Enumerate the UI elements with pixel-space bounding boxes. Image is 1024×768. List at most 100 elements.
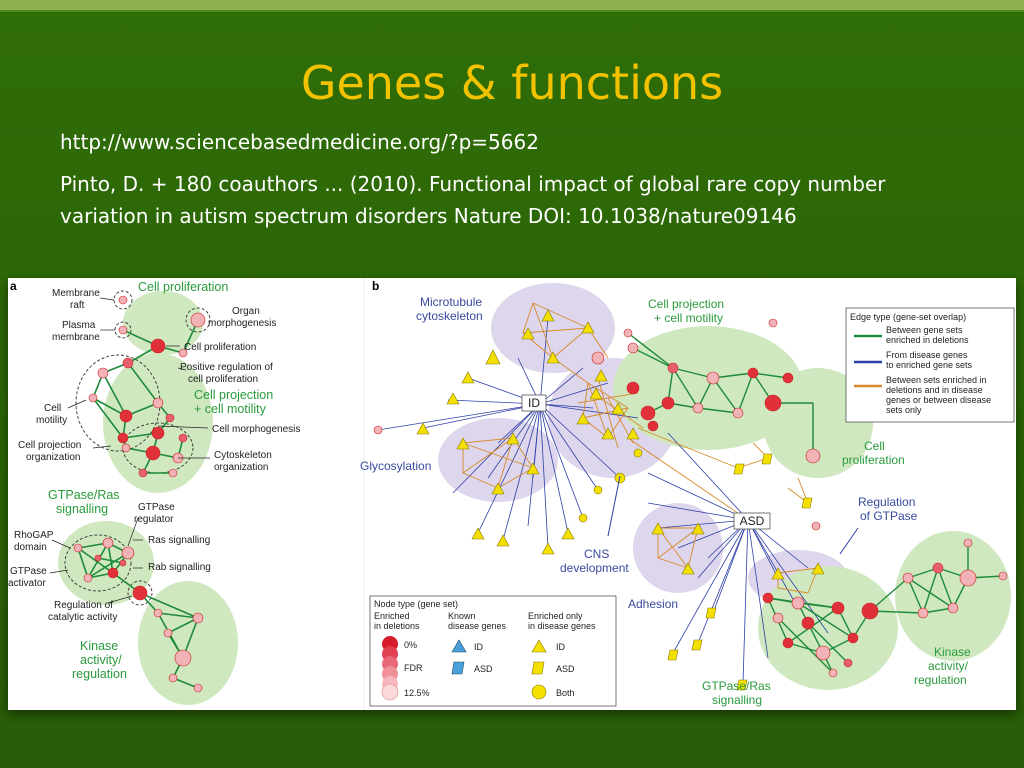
svg-text:Both: Both — [556, 688, 575, 698]
network-figure: a — [8, 278, 1016, 710]
panel-b-label: b — [372, 279, 379, 293]
svg-text:Enriched only: Enriched only — [528, 611, 583, 621]
svg-text:Known: Known — [448, 611, 476, 621]
svg-text:to enriched gene sets: to enriched gene sets — [886, 360, 973, 370]
hub-id-label: ID — [528, 396, 540, 410]
citation-text: Pinto, D. + 180 coauthors ... (2010). Fu… — [60, 172, 886, 228]
svg-text:FDR: FDR — [404, 663, 423, 673]
hub-asd-label: ASD — [740, 514, 765, 528]
pointer-lines-a — [49, 297, 210, 604]
svg-text:+ cell motility: + cell motility — [654, 311, 723, 325]
edges-disease-asd — [647, 432, 829, 684]
svg-text:proliferation: proliferation — [842, 453, 905, 467]
svg-text:organization: organization — [26, 452, 80, 463]
svg-text:deletions and in disease: deletions and in disease — [886, 385, 983, 395]
svg-text:Between gene sets: Between gene sets — [886, 325, 963, 335]
svg-text:signalling: signalling — [712, 693, 762, 707]
svg-text:ID: ID — [556, 642, 566, 652]
label-gtpase-a2: signalling — [56, 502, 108, 516]
svg-text:in deletions: in deletions — [374, 621, 420, 631]
svg-text:GTPase: GTPase — [138, 502, 175, 513]
svg-text:Positive regulation of: Positive regulation of — [180, 362, 273, 373]
label-gtpase-a1: GTPase/Ras — [48, 488, 120, 502]
svg-text:disease genes: disease genes — [448, 621, 507, 631]
nodes-panel-a — [73, 295, 206, 693]
hub-id-box — [521, 394, 547, 412]
svg-text:ASD: ASD — [556, 664, 575, 674]
svg-text:motility: motility — [36, 415, 67, 426]
svg-text:cytoskeleton: cytoskeleton — [416, 309, 483, 323]
svg-text:membrane: membrane — [52, 332, 100, 343]
label-cell-proliferation-a: Cell proliferation — [138, 280, 228, 294]
panel-a: a — [8, 279, 300, 705]
cluster-gtpase-a — [58, 521, 154, 605]
panel-a-label: a — [10, 279, 17, 293]
cluster-cell-proliferation-b — [763, 368, 873, 478]
svg-text:Cell projection: Cell projection — [648, 297, 724, 311]
pointer-arrows-b — [607, 475, 859, 555]
svg-text:Cytoskeleton: Cytoskeleton — [214, 450, 272, 461]
slide-title: Genes & functions — [300, 56, 724, 110]
svg-text:Membrane: Membrane — [52, 288, 100, 299]
svg-text:Cell: Cell — [44, 403, 61, 414]
legend-known-asd-shape — [451, 661, 465, 675]
svg-text:Kinase: Kinase — [934, 645, 971, 659]
top-accent-bar — [0, 0, 1024, 10]
svg-text:activator: activator — [8, 578, 46, 589]
svg-text:Cell proliferation: Cell proliferation — [184, 342, 256, 353]
svg-text:ASD: ASD — [474, 664, 493, 674]
cluster-gtpase-ras-b — [758, 566, 898, 690]
svg-text:Enriched: Enriched — [374, 611, 410, 621]
svg-text:Ras signalling: Ras signalling — [148, 535, 210, 546]
svg-text:Edge type (gene-set overlap): Edge type (gene-set overlap) — [850, 312, 966, 322]
svg-text:RhoGAP: RhoGAP — [14, 530, 54, 541]
svg-text:raft: raft — [70, 300, 85, 311]
svg-text:GTPase/Ras: GTPase/Ras — [702, 679, 771, 693]
legend-only-asd-shape — [531, 661, 545, 675]
svg-text:Cell: Cell — [864, 439, 885, 453]
cluster-titles-b: Microtubule cytoskeleton Cell projection… — [360, 295, 971, 707]
svg-text:regulator: regulator — [134, 514, 174, 525]
svg-text:organization: organization — [214, 462, 268, 473]
edge-type-legend: Edge type (gene-set overlap) Between gen… — [845, 307, 1015, 423]
svg-text:GTPase: GTPase — [10, 566, 47, 577]
svg-text:From disease genes: From disease genes — [886, 350, 968, 360]
svg-text:12.5%: 12.5% — [404, 688, 430, 698]
label-kinase-a3: regulation — [72, 667, 127, 681]
legend-only-id-triangle — [531, 639, 547, 653]
svg-text:Cell morphogenesis: Cell morphogenesis — [212, 424, 300, 435]
panel-b: b — [360, 279, 1015, 707]
annotation-labels-a: Membrane raft Plasma membrane Organ morp… — [8, 288, 300, 623]
cluster-kinase-b — [895, 531, 1011, 661]
svg-text:ID: ID — [474, 642, 484, 652]
svg-text:genes or between disease: genes or between disease — [886, 395, 991, 405]
network-svg: a — [8, 278, 1015, 710]
label-kinase-a1: Kinase — [80, 639, 118, 653]
svg-text:Glycosylation: Glycosylation — [360, 459, 431, 473]
cluster-glycosylation — [438, 418, 558, 502]
nodes-parallelograms — [667, 453, 813, 691]
label-cell-projection-a1: Cell projection — [194, 388, 273, 402]
svg-text:0%: 0% — [404, 640, 417, 650]
label-cell-projection-a2: + cell motility — [194, 402, 267, 416]
svg-text:Plasma: Plasma — [62, 320, 96, 331]
svg-text:Microtubule: Microtubule — [420, 295, 482, 309]
cluster-microtubule — [491, 283, 615, 373]
nodes-triangles — [416, 309, 825, 580]
svg-text:activity/: activity/ — [928, 659, 969, 673]
cluster-titles-a: Cell proliferation Cell projection + cel… — [48, 280, 273, 681]
svg-text:development: development — [560, 561, 629, 575]
svg-text:Node type (gene set): Node type (gene set) — [374, 599, 458, 609]
svg-text:Organ: Organ — [232, 306, 260, 317]
svg-text:Adhesion: Adhesion — [628, 597, 678, 611]
svg-text:Cell projection: Cell projection — [18, 440, 81, 451]
top-accent-line — [0, 10, 1024, 12]
svg-text:enriched in deletions: enriched in deletions — [886, 335, 969, 345]
svg-text:sets only: sets only — [886, 405, 922, 415]
svg-text:Regulation: Regulation — [858, 495, 915, 509]
source-url[interactable]: http://www.sciencebasedmedicine.org/?p=5… — [60, 130, 539, 154]
legend-fdr-circle — [381, 683, 399, 701]
svg-text:of GTPase: of GTPase — [860, 509, 918, 523]
svg-text:regulation: regulation — [914, 673, 967, 687]
legend-known-id-triangle — [451, 639, 467, 653]
